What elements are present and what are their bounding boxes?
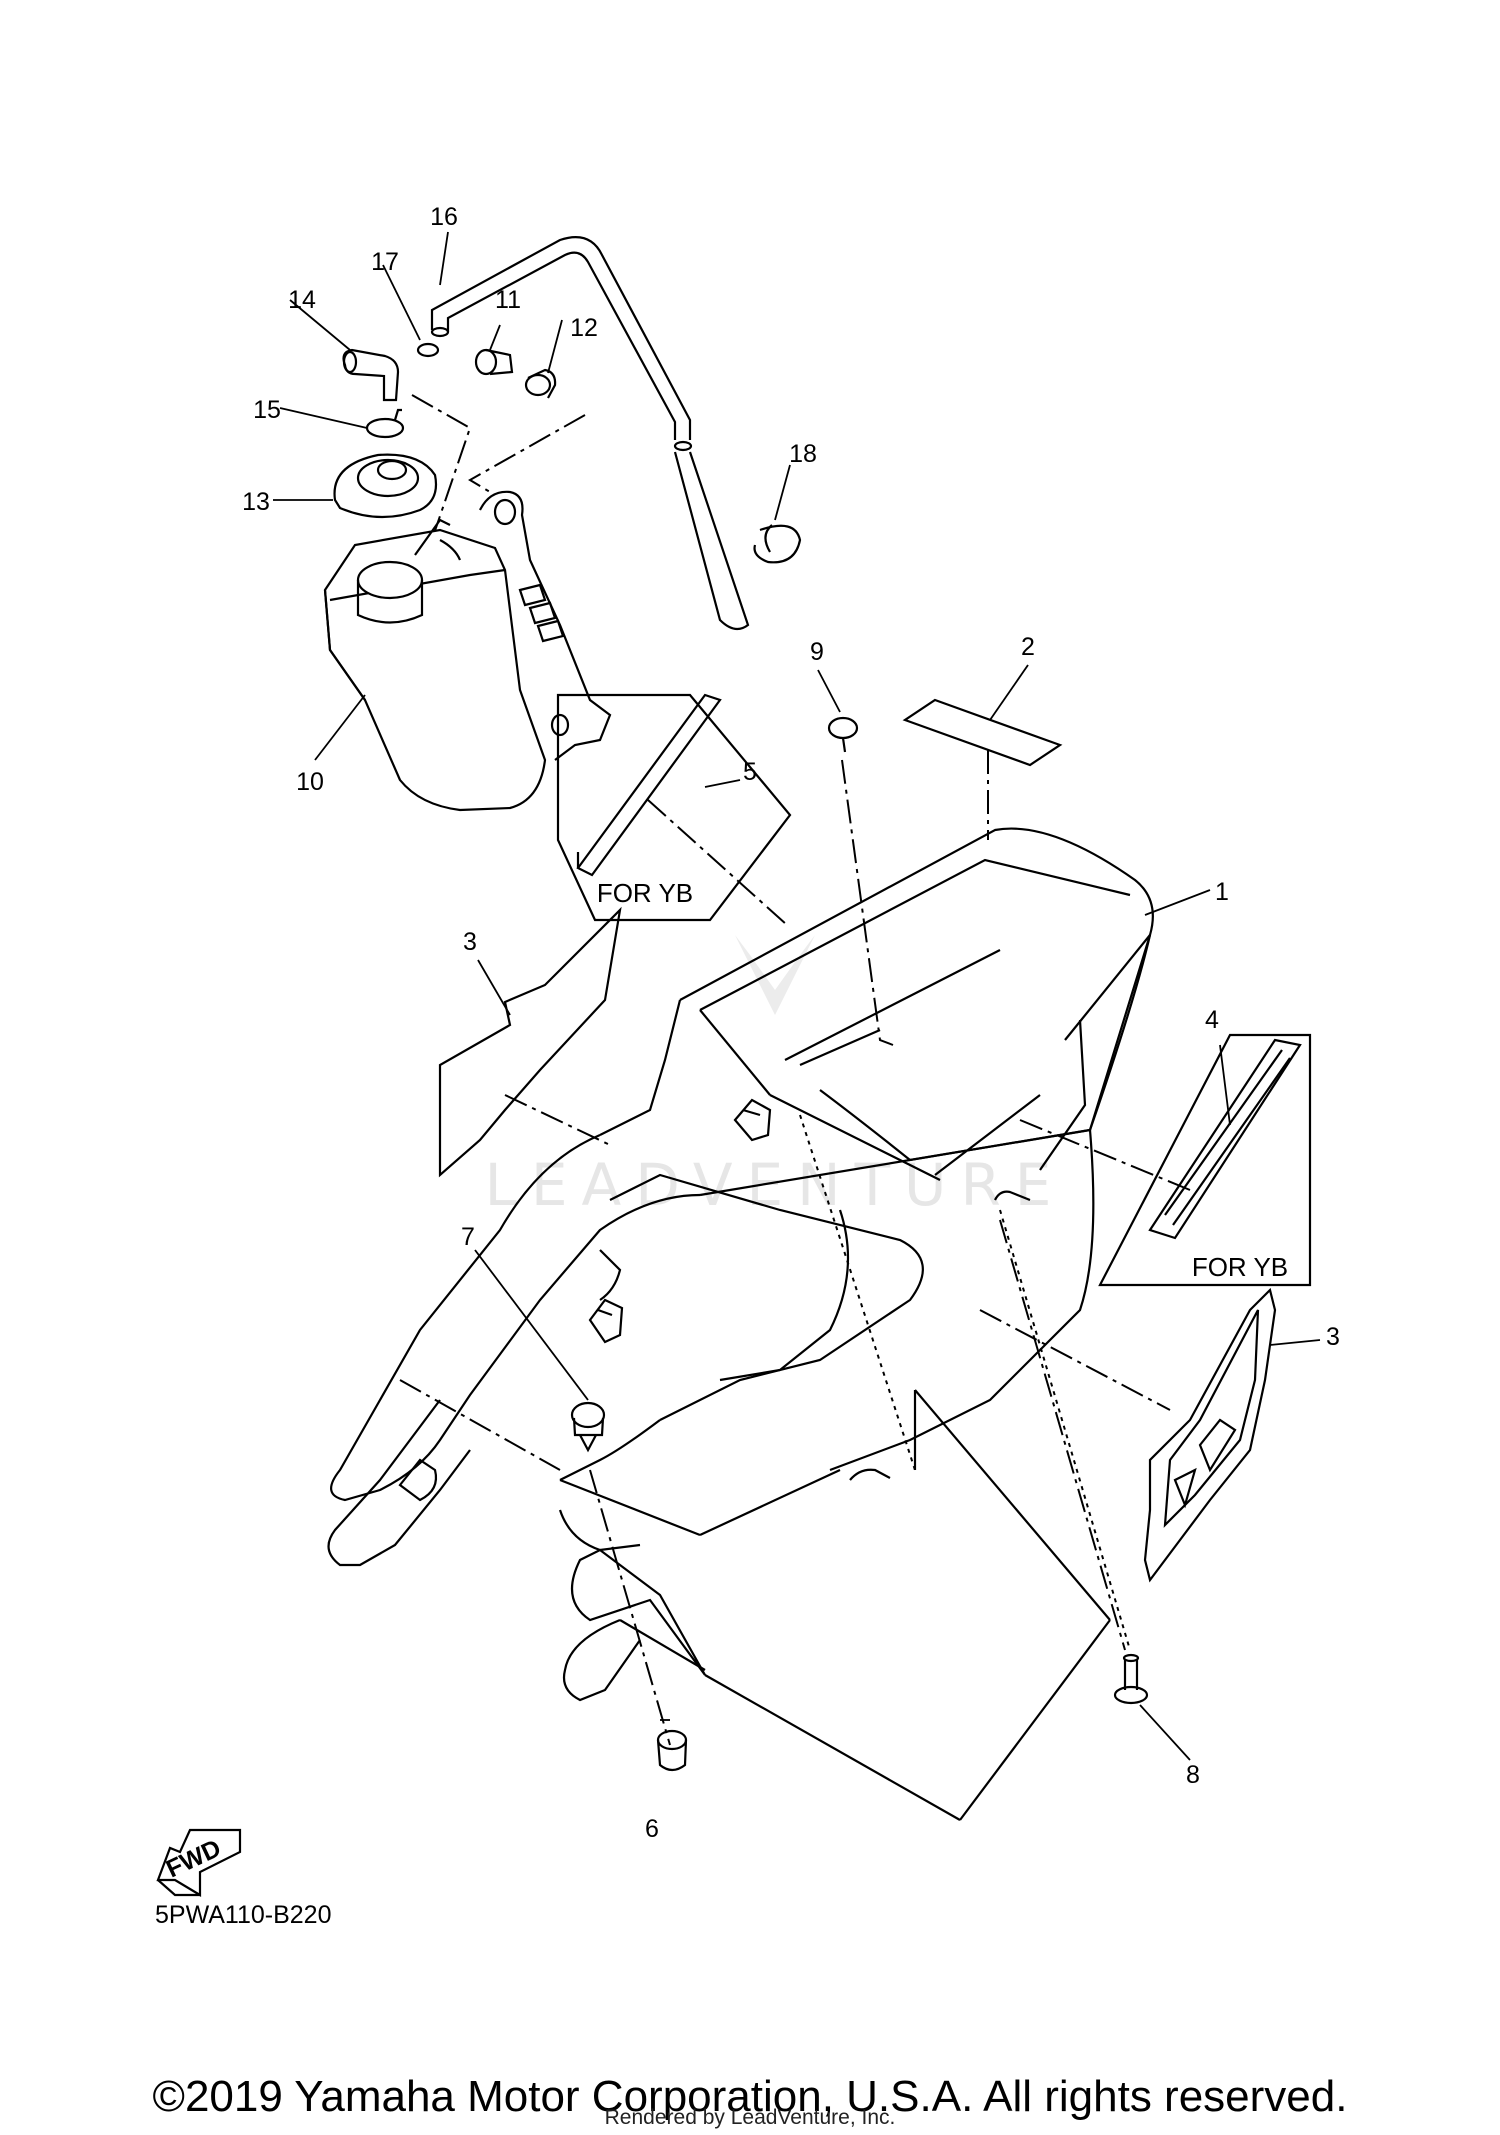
cap-13	[333, 453, 438, 519]
watermark: LEADVENTURE	[485, 935, 1066, 1219]
emblem-2	[902, 698, 1063, 767]
callout-15: 15	[253, 396, 281, 424]
callout-10: 10	[296, 768, 324, 796]
collar-12	[524, 368, 557, 399]
grommet-7	[570, 1401, 606, 1453]
callout-2: 2	[1021, 633, 1035, 661]
bolt-8	[1113, 1653, 1149, 1705]
fwd-arrow: FWD	[156, 1828, 242, 1897]
callout-5: 5	[743, 758, 757, 786]
decal-3-right	[1143, 1287, 1277, 1583]
fwd-label: FWD	[162, 1834, 225, 1883]
callout-6: 6	[645, 1815, 659, 1843]
callout-18: 18	[789, 440, 817, 468]
callout-3-left: 3	[463, 928, 477, 956]
watermark-text: LEADVENTURE	[485, 1151, 1066, 1219]
callout-9: 9	[810, 638, 824, 666]
bolt-11	[474, 348, 514, 376]
drawing-code: 5PWA110-B220	[155, 1901, 332, 1929]
damper-6	[656, 1729, 688, 1772]
callout-7: 7	[461, 1223, 475, 1251]
callout-11: 11	[495, 286, 521, 314]
clamp-17	[416, 342, 440, 358]
clip-15	[365, 408, 405, 439]
box-part-4	[1098, 1033, 1312, 1287]
copyright-notice: ©2019 Yamaha Motor Corporation, U.S.A. A…	[152, 2072, 1348, 2121]
callout-labels: 1 2 3 3 4 5 6 7 8 9 10 11 12 13 14 15 16…	[242, 203, 1340, 1843]
rendered-by-notice: Rendered by LeadVenture, Inc.	[604, 2106, 896, 2129]
leader-lines	[273, 231, 1321, 1761]
callout-4: 4	[1205, 1006, 1219, 1034]
decal-3-left	[438, 906, 622, 1178]
fairing-clip	[588, 1098, 1031, 1481]
side-fairing	[327, 1249, 641, 1567]
callout-1: 1	[1215, 878, 1229, 906]
callout-13: 13	[242, 488, 270, 516]
callout-12: 12	[570, 314, 598, 342]
screw-9	[827, 716, 859, 753]
callout-8: 8	[1186, 1761, 1200, 1789]
box-label-part-5: FOR YB	[597, 878, 693, 908]
hose-16	[430, 236, 750, 631]
callout-14: 14	[288, 286, 316, 314]
box-part-5	[556, 693, 792, 922]
box-label-part-4: FOR YB	[1192, 1252, 1288, 1282]
clip-18	[753, 524, 802, 564]
callout-3-right: 3	[1326, 1323, 1340, 1351]
tank-10	[323, 490, 612, 812]
fitting-14	[342, 348, 400, 402]
tail-cowl-1	[330, 827, 1154, 1821]
callout-16: 16	[430, 203, 458, 231]
callout-17: 17	[371, 248, 399, 276]
